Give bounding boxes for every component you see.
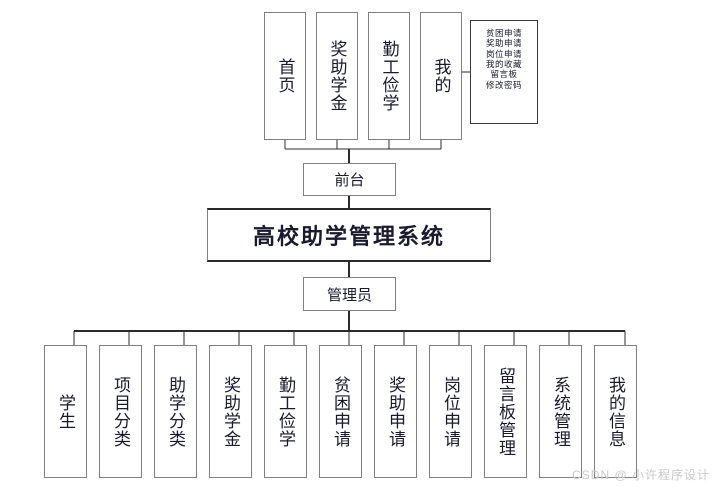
front-menu-item-work-study-label: 勤工俭学 xyxy=(379,40,399,112)
front-menu-item-home[interactable]: 首页 xyxy=(264,12,306,140)
admin-module-project-category-label: 项目分类 xyxy=(111,375,130,448)
role-front-desk[interactable]: 前台 xyxy=(303,163,396,196)
admin-module-system-management-label: 系统管理 xyxy=(551,375,570,448)
front-menu-item-mine[interactable]: 我的 xyxy=(420,12,462,140)
admin-module-post-application-label: 岗位申请 xyxy=(441,375,460,448)
submenu-item-my-favorites[interactable]: 我的收藏 xyxy=(485,59,522,70)
front-menu-item-mine-label: 我的 xyxy=(431,58,451,94)
submenu-item-change-password[interactable]: 修改密码 xyxy=(485,79,522,90)
front-menu-item-scholarship-label: 奖助学金 xyxy=(327,40,347,112)
admin-module-my-information[interactable]: 我的信息 xyxy=(594,345,637,478)
admin-module-work-study[interactable]: 勤工俭学 xyxy=(264,345,307,478)
admin-module-grant-application[interactable]: 奖助申请 xyxy=(374,345,417,478)
role-administrator[interactable]: 管理员 xyxy=(303,277,396,311)
admin-module-my-information-label: 我的信息 xyxy=(606,375,625,448)
front-menu-item-home-label: 首页 xyxy=(275,58,295,94)
system-title-box: 高校助学管理系统 xyxy=(207,208,491,262)
admin-module-aid-category-label: 助学分类 xyxy=(166,375,185,448)
admin-module-poverty-application[interactable]: 贫困申请 xyxy=(319,345,362,478)
admin-module-message-board-management-label: 留言板管理 xyxy=(496,366,515,457)
admin-module-student-label: 学生 xyxy=(56,393,75,430)
admin-module-scholarship-label: 奖助学金 xyxy=(221,375,240,448)
role-front-desk-label: 前台 xyxy=(334,173,365,189)
admin-module-aid-category[interactable]: 助学分类 xyxy=(154,345,197,478)
role-administrator-label: 管理员 xyxy=(326,287,372,304)
admin-module-scholarship[interactable]: 奖助学金 xyxy=(209,345,252,478)
front-menu-item-scholarship[interactable]: 奖助学金 xyxy=(316,12,358,140)
submenu-item-grant-application[interactable]: 奖助申请 xyxy=(485,38,522,49)
system-title-label: 高校助学管理系统 xyxy=(252,224,445,249)
admin-module-system-management[interactable]: 系统管理 xyxy=(539,345,582,478)
admin-module-project-category[interactable]: 项目分类 xyxy=(99,345,142,478)
front-my-submenu-list: 贫困申请 奖助申请 岗位申请 我的收藏 留言板 修改密码 xyxy=(470,20,538,124)
admin-module-work-study-label: 勤工俭学 xyxy=(276,375,295,448)
watermark: CSDN @ 小许程序设计 xyxy=(572,468,710,482)
submenu-item-message-board[interactable]: 留言板 xyxy=(490,69,518,80)
front-menu-item-work-study[interactable]: 勤工俭学 xyxy=(368,12,410,140)
admin-module-student[interactable]: 学生 xyxy=(44,345,87,478)
submenu-item-post-application[interactable]: 岗位申请 xyxy=(485,48,522,59)
admin-module-poverty-application-label: 贫困申请 xyxy=(331,375,350,448)
submenu-item-poverty-application[interactable]: 贫困申请 xyxy=(485,28,522,38)
admin-module-message-board-management[interactable]: 留言板管理 xyxy=(484,345,527,478)
admin-module-post-application[interactable]: 岗位申请 xyxy=(429,345,472,478)
admin-module-grant-application-label: 奖助申请 xyxy=(386,375,405,448)
